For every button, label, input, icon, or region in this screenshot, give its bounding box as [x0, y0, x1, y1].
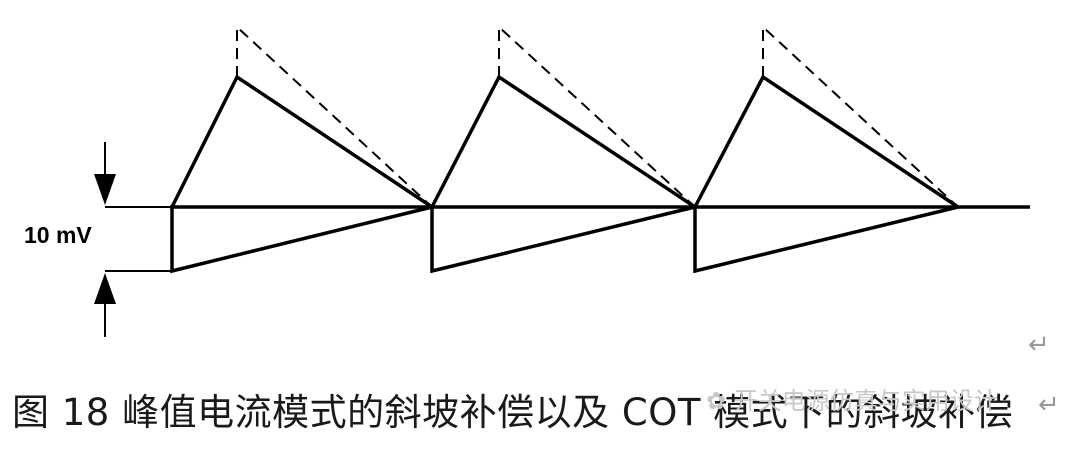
inductor-current-ramp	[430, 74, 696, 209]
down-arrow-icon	[94, 142, 116, 205]
slope-compensation-ramp	[693, 205, 959, 274]
slope-compensation-ramp	[170, 205, 433, 274]
inductor-current-ramp	[170, 74, 433, 209]
up-arrow-icon	[94, 273, 116, 337]
cycle-1	[170, 24, 433, 274]
figure-caption: 图 18 峰值电流模式的斜坡补偿以及 COT 模式下的斜坡补偿	[12, 391, 1014, 434]
amplitude-label: 10 mV	[24, 222, 92, 248]
slope-compensation-ramp	[430, 205, 696, 274]
inductor-current-ramp	[693, 74, 959, 209]
compensated-peak-dashed	[236, 24, 433, 208]
compensated-peak-dashed	[762, 24, 959, 208]
cycle-2	[430, 24, 696, 274]
wechat-icon: ✿	[706, 387, 727, 415]
compensated-peak-dashed	[498, 24, 696, 208]
cycle-3	[693, 24, 959, 274]
caption-paragraph-mark: ↵	[1038, 390, 1060, 420]
paragraph-mark: ↵	[1028, 330, 1050, 360]
watermark-text: 开关电源仿真与实用设计	[733, 387, 998, 415]
watermark: ✿ 开关电源仿真与实用设计	[706, 381, 998, 416]
